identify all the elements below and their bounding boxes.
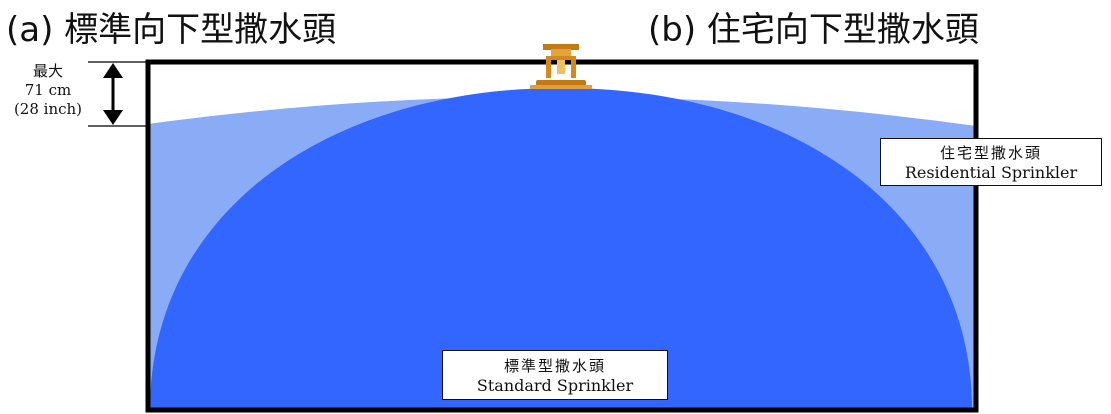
clearance-label-inch: (28 inch) [13, 100, 83, 118]
clearance-label-cm: 71 cm [24, 81, 72, 99]
residential-sprinkler-label: 住宅型撒水頭 Residential Sprinkler [880, 138, 1102, 186]
standard-label-en: Standard Sprinkler [476, 376, 634, 395]
standard-spray-pattern [150, 88, 972, 410]
standard-sprinkler-label: 標準型撒水頭 Standard Sprinkler [442, 350, 668, 400]
clearance-label-max: 最大 [32, 62, 63, 80]
sprinkler-head-icon [530, 44, 592, 89]
standard-label-zh: 標準型撒水頭 [503, 357, 606, 375]
residential-label-zh: 住宅型撒水頭 [939, 144, 1042, 162]
residential-label-en: Residential Sprinkler [904, 163, 1078, 182]
title-residential-pendent: (b) 住宅向下型撒水頭 [648, 10, 979, 50]
clearance-measurement [88, 61, 148, 127]
clearance-label: 最大 71 cm (28 inch) [2, 62, 94, 119]
title-standard-pendent: (a) 標準向下型撒水頭 [6, 10, 337, 50]
double-arrow-icon [103, 63, 123, 125]
